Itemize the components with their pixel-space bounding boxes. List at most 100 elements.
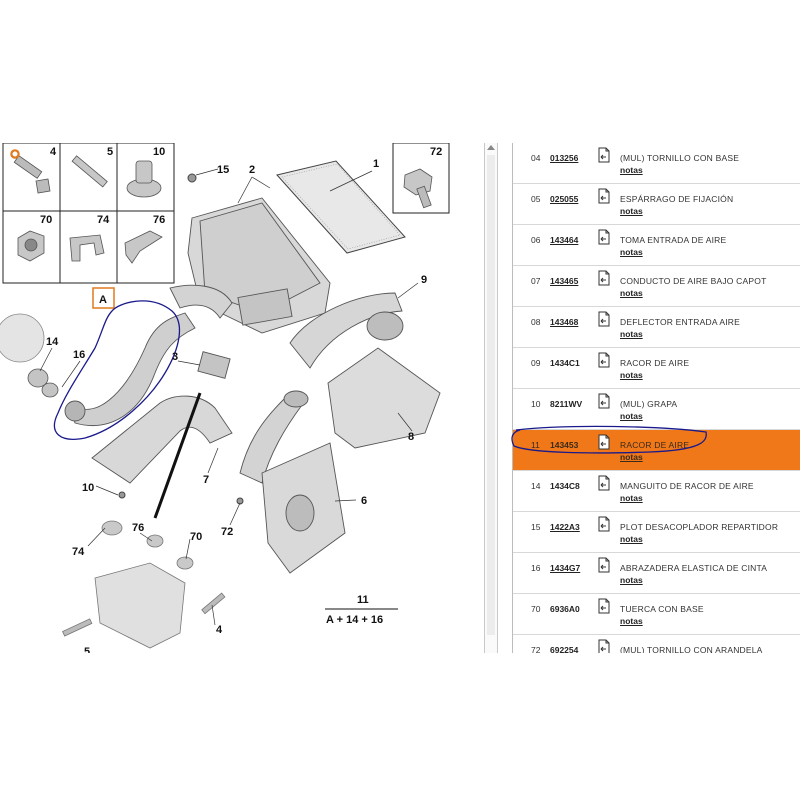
part-reference-link[interactable]: 692254 bbox=[550, 645, 579, 653]
notes-link[interactable]: notas bbox=[620, 370, 643, 380]
document-icon[interactable] bbox=[597, 434, 611, 450]
notes-link[interactable]: notas bbox=[620, 575, 643, 585]
part-item-number: 72 bbox=[531, 645, 541, 653]
intake-duct bbox=[289, 292, 404, 369]
document-icon[interactable] bbox=[597, 598, 611, 614]
callout-7: 7 bbox=[203, 474, 209, 486]
air-intake-housing bbox=[261, 442, 346, 574]
air-connector-a bbox=[64, 312, 196, 426]
grid-part-76-clip bbox=[124, 230, 163, 264]
part-reference-link[interactable]: 1434C8 bbox=[550, 481, 580, 491]
part-item-number: 09 bbox=[531, 358, 541, 368]
document-icon[interactable] bbox=[597, 516, 611, 532]
notes-link[interactable]: notas bbox=[620, 534, 643, 544]
part-item-number: 05 bbox=[531, 194, 541, 204]
grid-part-10-clip bbox=[126, 160, 162, 198]
notes-link[interactable]: notas bbox=[620, 616, 643, 626]
callout-70: 70 bbox=[190, 531, 202, 543]
part-item-number: 04 bbox=[531, 153, 541, 163]
part-item-number: 10 bbox=[531, 399, 541, 409]
parts-row[interactable]: 06 143464 TOMA ENTRADA DE AIRE notas bbox=[513, 225, 800, 266]
notes-link[interactable]: notas bbox=[620, 288, 643, 298]
scroll-up-arrow-icon[interactable] bbox=[487, 145, 495, 150]
box-a-label: A bbox=[99, 294, 107, 306]
document-icon[interactable] bbox=[597, 147, 611, 163]
part-description: (MUL) GRAPA bbox=[620, 399, 678, 409]
part-reference-link[interactable]: 8211WV bbox=[550, 399, 583, 409]
inset-part-72 bbox=[392, 143, 450, 214]
part-reference-link[interactable]: 143465 bbox=[550, 276, 579, 286]
callout-9: 9 bbox=[421, 274, 427, 286]
document-icon[interactable] bbox=[597, 393, 611, 409]
notes-link[interactable]: notas bbox=[620, 329, 643, 339]
document-icon[interactable] bbox=[597, 557, 611, 573]
part-description: TOMA ENTRADA DE AIRE bbox=[620, 235, 727, 245]
notes-link[interactable]: notas bbox=[620, 247, 643, 257]
fitting-10 bbox=[118, 491, 126, 499]
part-reference-link[interactable]: 025055 bbox=[550, 194, 579, 204]
callout-8: 8 bbox=[408, 431, 414, 443]
part-reference-link[interactable]: 143453 bbox=[550, 440, 579, 450]
document-icon[interactable] bbox=[597, 639, 611, 653]
leader-lines bbox=[39, 168, 419, 626]
inset-label-72: 72 bbox=[430, 146, 442, 158]
hose-3 bbox=[169, 284, 233, 379]
grid-label-10: 10 bbox=[153, 146, 165, 158]
fitting-15 bbox=[187, 173, 197, 183]
part-item-number: 15 bbox=[531, 522, 541, 532]
part-reference-link[interactable]: 1422A3 bbox=[550, 522, 580, 532]
part-item-number: 16 bbox=[531, 563, 541, 573]
callout-1: 1 bbox=[373, 158, 379, 170]
document-icon[interactable] bbox=[597, 270, 611, 286]
notes-link[interactable]: notas bbox=[620, 452, 643, 462]
parts-row[interactable]: 09 1434C1 RACOR DE AIRE notas bbox=[513, 348, 800, 389]
grid-part-70-nut bbox=[17, 230, 45, 262]
part-item-number: 07 bbox=[531, 276, 541, 286]
parts-row[interactable]: 10 8211WV (MUL) GRAPA notas bbox=[513, 389, 800, 430]
grid-part-4-bolt bbox=[10, 149, 51, 194]
callout-6: 6 bbox=[361, 495, 367, 507]
part-description: ABRAZADERA ELASTICA DE CINTA bbox=[620, 563, 768, 573]
part-reference-link[interactable]: 013256 bbox=[550, 153, 579, 163]
document-icon[interactable] bbox=[597, 229, 611, 245]
document-icon[interactable] bbox=[597, 475, 611, 491]
part-description: RACOR DE AIRE bbox=[620, 358, 690, 368]
scroll-thumb[interactable] bbox=[487, 155, 495, 635]
part-reference-link[interactable]: 143464 bbox=[550, 235, 579, 245]
part-description: (MUL) TORNILLO CON BASE bbox=[620, 153, 740, 163]
callout-14: 14 bbox=[46, 336, 59, 348]
notes-link[interactable]: notas bbox=[620, 165, 643, 175]
separator-rod bbox=[153, 392, 202, 519]
part-reference-link[interactable]: 1434C1 bbox=[550, 358, 580, 368]
callout-4: 4 bbox=[216, 624, 223, 636]
part-item-number: 06 bbox=[531, 235, 541, 245]
part-description: DEFLECTOR ENTRADA AIRE bbox=[620, 317, 740, 327]
deflector bbox=[327, 347, 441, 449]
notes-link[interactable]: notas bbox=[620, 206, 643, 216]
callout-2: 2 bbox=[249, 164, 255, 176]
parts-row[interactable]: 04 013256 (MUL) TORNILLO CON BASE notas bbox=[513, 143, 800, 184]
air-filter-element bbox=[276, 160, 406, 254]
document-icon[interactable] bbox=[597, 352, 611, 368]
notes-link[interactable]: notas bbox=[620, 493, 643, 503]
grid-part-74-bracket bbox=[69, 234, 105, 262]
diagram-scrollbar[interactable] bbox=[484, 143, 498, 653]
notes-link[interactable]: notas bbox=[620, 411, 643, 421]
part-reference-link[interactable]: 6936A0 bbox=[550, 604, 580, 614]
part-reference-link[interactable]: 143468 bbox=[550, 317, 579, 327]
document-icon[interactable] bbox=[597, 188, 611, 204]
document-icon[interactable] bbox=[597, 311, 611, 327]
parts-diagram: 4 5 10 70 74 76 72 bbox=[0, 143, 456, 653]
part-description: TUERCA CON BASE bbox=[620, 604, 704, 614]
grid-label-70: 70 bbox=[40, 214, 52, 226]
parts-row[interactable]: 16 1434G7 ABRAZADERA ELASTICA DE CINTA nota… bbox=[513, 553, 800, 594]
part-reference-link[interactable]: 1434G7 bbox=[550, 563, 581, 573]
